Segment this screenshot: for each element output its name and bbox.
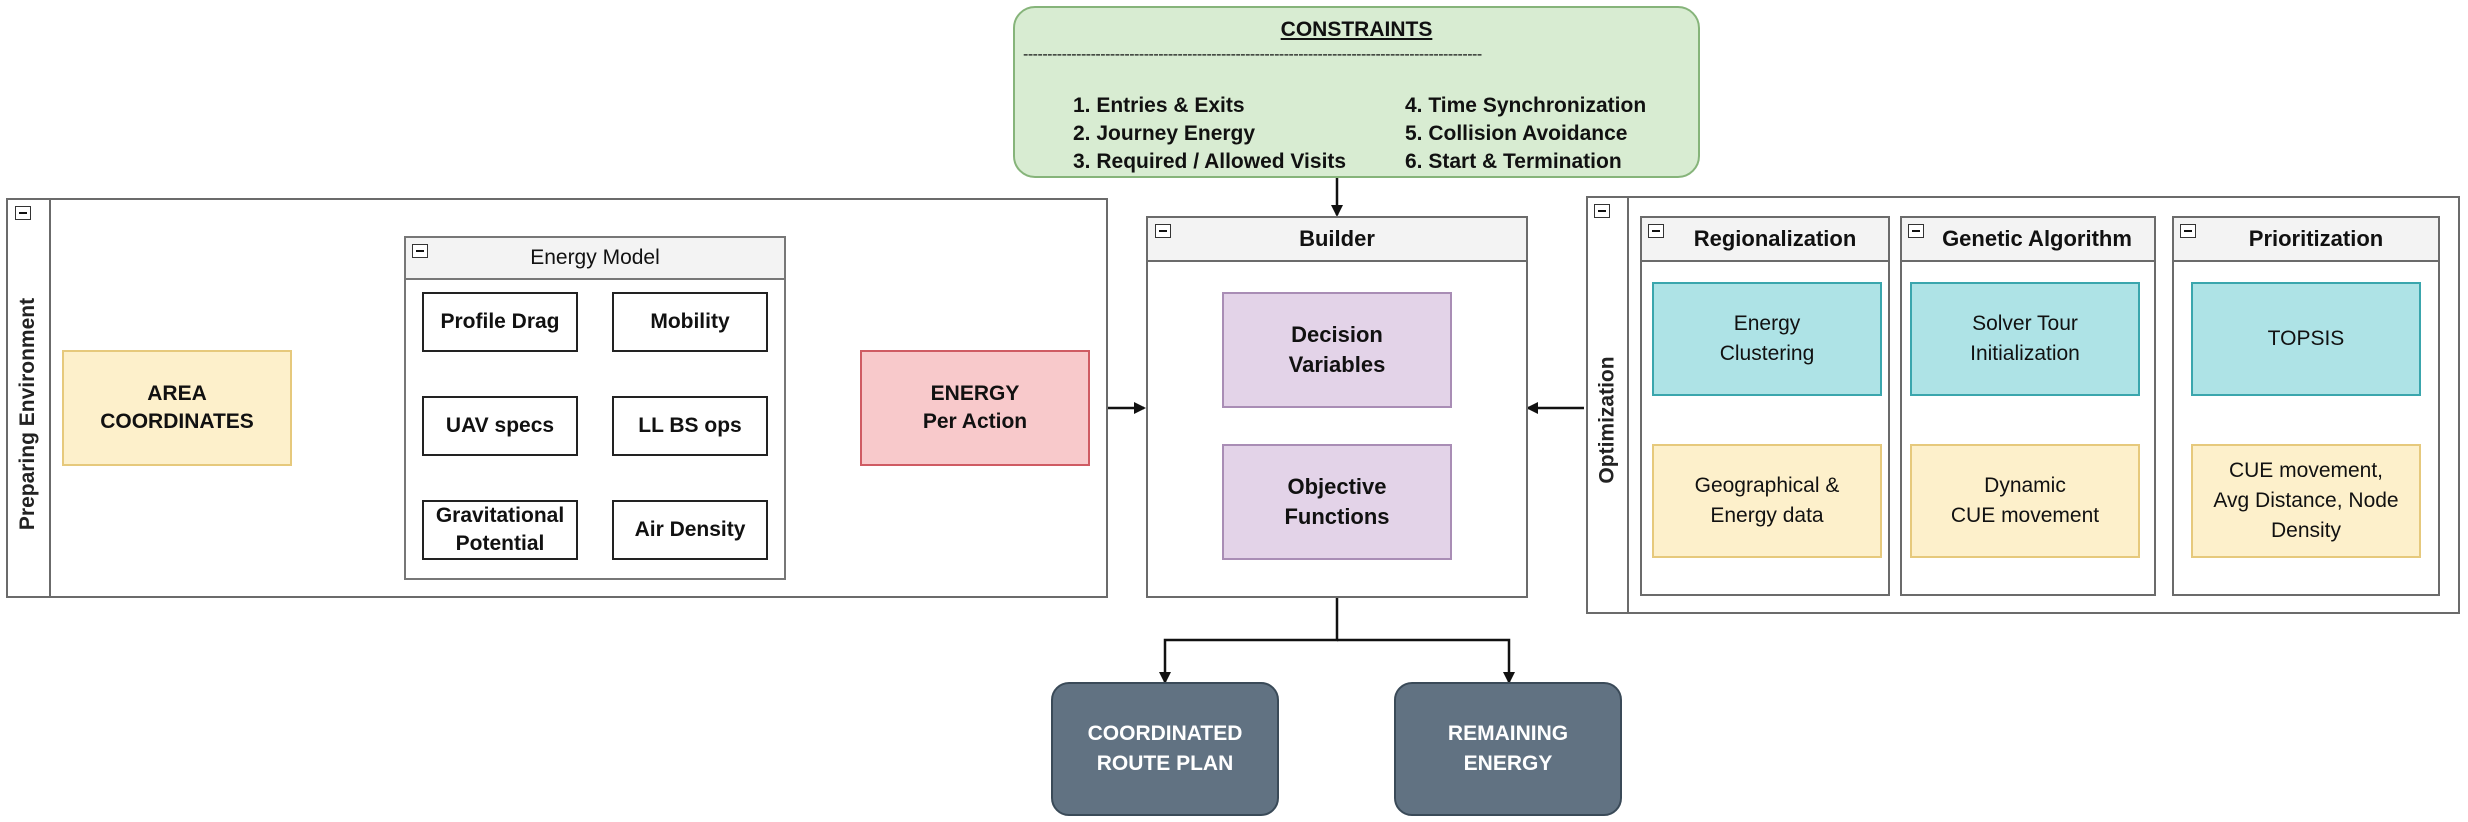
solver-tour-initialization-box: Solver Tour Initialization (1910, 282, 2140, 396)
collapse-icon[interactable] (1155, 224, 1171, 238)
energy-model-item: UAV specs (422, 396, 578, 456)
remaining-energy-box: REMAINING ENERGY (1394, 682, 1622, 816)
constraint-item: 6. Start & Termination (1405, 150, 1622, 173)
constraints-divider: ----------------------------------------… (1023, 46, 1482, 63)
preparing-environment-label: Preparing Environment (16, 297, 40, 531)
objective-functions-box: Objective Functions (1222, 444, 1452, 560)
regionalization-header (1640, 216, 1890, 262)
dynamic-cue-movement-box: Dynamic CUE movement (1910, 444, 2140, 558)
cue-movement-distance-density-box: CUE movement, Avg Distance, Node Density (2191, 444, 2421, 558)
arrow-builder-split (1159, 598, 1339, 684)
constraints-box: CONSTRAINTS ----------------------------… (1013, 6, 1700, 178)
constraint-item: 1. Entries & Exits (1073, 94, 1245, 117)
arrow-builder-to-energy (1337, 638, 1515, 684)
prioritization-header (2172, 216, 2440, 262)
builder-title: Builder (1299, 226, 1375, 251)
prioritization-title: Prioritization (2248, 226, 2384, 251)
collapse-icon[interactable] (412, 244, 428, 258)
energy-model-item: Profile Drag (422, 292, 578, 352)
energy-per-action-box: ENERGY Per Action (860, 350, 1090, 466)
constraint-item: 2. Journey Energy (1073, 122, 1256, 145)
regionalization-title: Regionalization (1693, 226, 1857, 251)
energy-model-item: Gravitational Potential (422, 500, 578, 560)
topsis-box: TOPSIS (2191, 282, 2421, 396)
optimization-label: Optimization (1595, 356, 1619, 484)
energy-model-item: Air Density (612, 500, 768, 560)
constraints-right-list: 4. Time Synchronization 5. Collision Avo… (1405, 92, 1646, 176)
preparing-label-strip (6, 198, 51, 598)
constraint-item: 5. Collision Avoidance (1405, 122, 1628, 145)
optimization-label-strip (1586, 196, 1629, 614)
area-coordinates-box: AREA COORDINATES (62, 350, 292, 466)
constraints-title: CONSTRAINTS (1280, 18, 1433, 41)
energy-model-item: LL BS ops (612, 396, 768, 456)
decision-variables-box: Decision Variables (1222, 292, 1452, 408)
constraints-left-list: 1. Entries & Exits 2. Journey Energy 3. … (1073, 92, 1346, 176)
genetic-algorithm-header (1900, 216, 2156, 262)
energy-model-header (404, 236, 786, 280)
constraint-item: 4. Time Synchronization (1405, 94, 1647, 117)
builder-header (1146, 216, 1528, 262)
energy-clustering-box: Energy Clustering (1652, 282, 1882, 396)
coordinated-route-plan-box: COORDINATED ROUTE PLAN (1051, 682, 1279, 816)
geographical-energy-data-box: Geographical & Energy data (1652, 444, 1882, 558)
constraint-item: 3. Required / Allowed Visits (1073, 150, 1347, 173)
collapse-icon[interactable] (1908, 224, 1924, 238)
collapse-icon[interactable] (2180, 224, 2196, 238)
energy-model-title: Energy Model (530, 246, 660, 269)
collapse-icon[interactable] (15, 206, 31, 220)
collapse-icon[interactable] (1594, 204, 1610, 218)
genetic-algorithm-title: Genetic Algorithm (1942, 226, 2132, 251)
energy-model-item: Mobility (612, 292, 768, 352)
collapse-icon[interactable] (1648, 224, 1664, 238)
